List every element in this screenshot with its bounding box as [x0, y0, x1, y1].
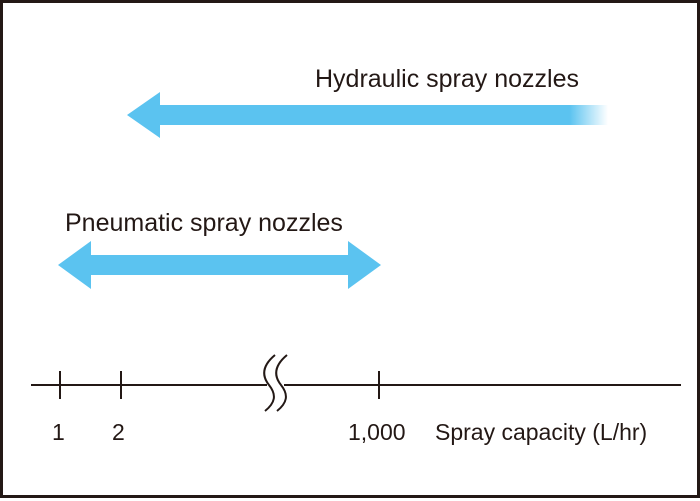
axis-break-right — [275, 354, 288, 412]
pneumatic-arrow — [58, 241, 381, 289]
diagram-canvas — [31, 92, 681, 412]
hydraulic-arrow — [127, 92, 608, 138]
tick-label-1: 1 — [52, 419, 65, 445]
pneumatic-label: Pneumatic spray nozzles — [65, 209, 343, 237]
tick-label-2: 2 — [112, 419, 125, 445]
axis-label: Spray capacity (L/hr) — [435, 419, 648, 445]
tick-label-1000: 1,000 — [348, 419, 406, 445]
hydraulic-label: Hydraulic spray nozzles — [315, 65, 579, 93]
axis-break-left — [263, 354, 276, 412]
